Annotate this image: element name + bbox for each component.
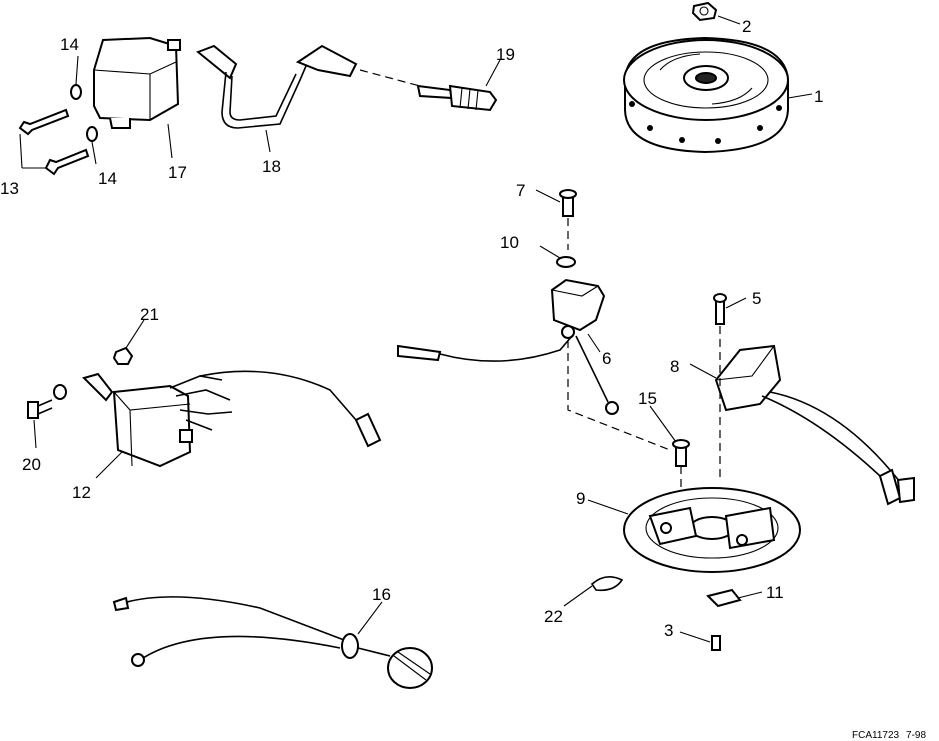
screw-5 — [713, 293, 727, 325]
washer-upper — [70, 84, 82, 100]
callout-15: 15 — [638, 389, 657, 408]
nut-21 — [112, 346, 134, 365]
flywheel — [623, 36, 789, 154]
callout-2: 2 — [742, 17, 751, 36]
callout-5: 5 — [752, 289, 761, 308]
stator-plate — [623, 487, 801, 573]
power-pack — [82, 370, 382, 468]
sensor-8 — [714, 344, 915, 506]
washer-10 — [556, 256, 576, 268]
callout-19: 19 — [496, 45, 515, 64]
callout-12: 12 — [72, 483, 91, 502]
wire-harness — [112, 596, 433, 689]
charge-coil — [397, 278, 619, 415]
ignition-coil — [93, 36, 181, 129]
coil-screw-upper — [18, 108, 70, 136]
callout-22: 22 — [544, 607, 563, 626]
callout-14-lower: 14 — [98, 169, 117, 188]
callout-18: 18 — [262, 157, 281, 176]
callout-16: 16 — [372, 585, 391, 604]
callout-14-upper: 14 — [60, 35, 79, 54]
flywheel-nut — [691, 1, 718, 22]
callout-17: 17 — [168, 163, 187, 182]
callout-13: 13 — [0, 179, 19, 198]
screw-7 — [559, 189, 577, 217]
figure-date: 7-98 — [906, 730, 926, 741]
washer-lower — [86, 126, 98, 142]
callout-10: 10 — [500, 233, 519, 252]
leader-lines — [19, 15, 813, 643]
screw-20 — [27, 384, 67, 419]
callout-6: 6 — [602, 349, 611, 368]
callout-1: 1 — [814, 87, 823, 106]
clip-22 — [590, 576, 624, 592]
screw-3 — [711, 635, 721, 651]
axis-line-6 — [567, 340, 671, 451]
coil-screw-lower — [44, 148, 90, 176]
spark-plug-lead — [196, 44, 358, 129]
figure-code: FCA11723 — [852, 730, 900, 741]
callout-11: 11 — [766, 583, 784, 602]
spark-plug — [359, 69, 498, 112]
callout-7: 7 — [516, 181, 525, 200]
callout-21: 21 — [140, 305, 159, 324]
callouts: 1 2 3 5 6 7 8 9 10 11 12 13 14 14 15 16 … — [0, 17, 823, 640]
callout-8: 8 — [670, 357, 679, 376]
callout-9: 9 — [576, 489, 585, 508]
callout-3: 3 — [664, 621, 673, 640]
callout-20: 20 — [22, 455, 41, 474]
screw-15 — [672, 439, 690, 467]
clamp-11 — [706, 588, 742, 608]
